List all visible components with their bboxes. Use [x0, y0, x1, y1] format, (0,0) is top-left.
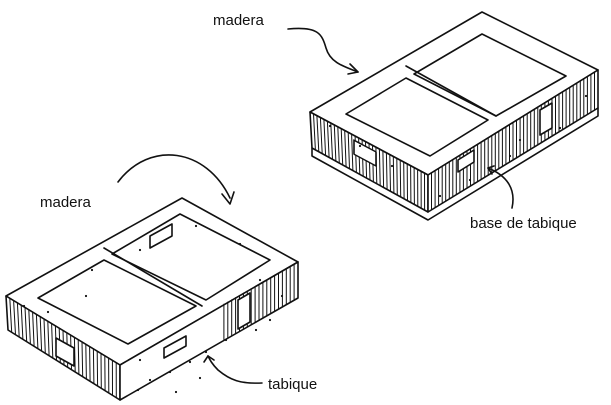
arrow-base-tabique	[487, 167, 514, 209]
texture-dot	[174, 390, 178, 394]
tabique-door	[237, 292, 251, 330]
madera-door	[539, 102, 553, 136]
texture-dot	[194, 224, 198, 228]
texture-dot	[328, 124, 332, 128]
texture-dot	[358, 144, 362, 148]
label-madera-top: madera	[213, 12, 265, 29]
texture-dot	[168, 370, 172, 374]
arrowhead-tabique	[203, 355, 215, 363]
texture-dot	[90, 268, 94, 272]
tabique-window-back	[149, 223, 173, 249]
texture-dot	[390, 164, 394, 168]
texture-dot	[280, 294, 284, 298]
texture-dot	[148, 378, 152, 382]
texture-dot	[438, 194, 442, 198]
arrow-madera-left	[117, 154, 231, 199]
texture-dot	[136, 388, 140, 392]
tabique-partition	[103, 247, 203, 307]
texture-dot	[518, 138, 522, 142]
arrowhead-madera-top	[347, 63, 359, 75]
texture-dots	[22, 94, 588, 394]
texture-dot	[238, 242, 242, 246]
texture-dot	[558, 126, 562, 130]
texture-dot	[584, 94, 588, 98]
texture-dot	[46, 310, 50, 314]
arrow-tabique	[207, 355, 263, 384]
arrowhead-base-tabique	[487, 165, 495, 175]
texture-dot	[198, 376, 202, 380]
madera-window-side	[457, 149, 475, 173]
model-tabique	[5, 197, 299, 401]
arrow-madera-top	[287, 27, 359, 73]
texture-dot	[204, 350, 208, 354]
label-madera-left: madera	[40, 194, 92, 211]
tabique-window-front	[55, 337, 75, 367]
madera-partition	[405, 65, 497, 117]
texture-dot	[138, 358, 142, 362]
texture-dot	[254, 328, 258, 332]
texture-dot	[84, 294, 88, 298]
label-base-tabique: base de tabique	[470, 215, 577, 232]
label-tabique: tabique	[268, 376, 317, 393]
texture-dot	[268, 318, 272, 322]
arrowhead-madera-left	[221, 191, 235, 205]
texture-dot	[22, 304, 26, 308]
tabique-window-side	[163, 335, 187, 359]
tabique-side-face	[119, 261, 299, 401]
texture-dot	[188, 360, 192, 364]
madera-room-left	[345, 77, 489, 157]
tabique-room-left	[37, 259, 197, 345]
texture-dot	[224, 338, 228, 342]
texture-dot	[508, 154, 512, 158]
madera-room-right	[413, 33, 567, 117]
texture-dot	[258, 278, 262, 282]
texture-dot	[468, 178, 472, 182]
texture-dot	[138, 248, 142, 252]
model-madera	[309, 11, 599, 221]
madera-base-strip	[311, 107, 599, 221]
